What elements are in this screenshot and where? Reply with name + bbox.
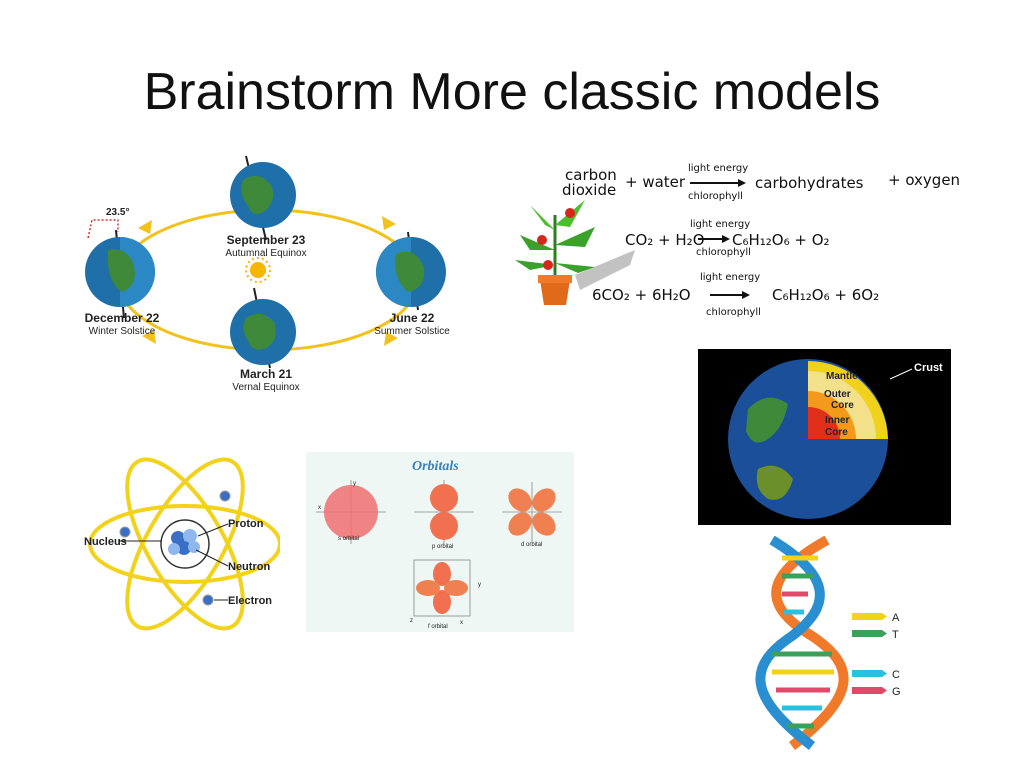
svg-text:x: x — [460, 620, 463, 626]
atom-diagram: Nucleus Proton Neutron Electron — [84, 457, 280, 631]
label-march-date: March 21 — [240, 367, 292, 381]
globe-september — [230, 155, 296, 241]
eq2-left: CO₂ + H₂O — [625, 231, 705, 249]
seasons-diagram: September 23 Autumnal Equinox 23.5° Dece… — [85, 155, 450, 393]
base-a-label: A — [892, 612, 900, 624]
inner-core-label-1: Inner — [825, 415, 850, 426]
f-orbital — [413, 559, 471, 617]
orbit-arrow — [142, 330, 156, 344]
orbit-arrow — [384, 332, 398, 346]
label-september-name: Autumnal Equinox — [225, 248, 306, 259]
globe-march — [230, 287, 296, 369]
neutron-label: Neutron — [228, 561, 270, 573]
label-march-name: Vernal Equinox — [232, 382, 299, 393]
label-september-date: September 23 — [227, 233, 306, 247]
svg-text:y: y — [478, 582, 481, 588]
proton-label: Proton — [228, 518, 264, 530]
sun-icon — [245, 257, 271, 283]
eq1-below: chlorophyll — [688, 191, 743, 202]
globe-june — [376, 231, 446, 311]
electron-orbit — [88, 504, 280, 584]
orbit-arrow — [382, 216, 396, 230]
eq1-reactant1: carbon — [565, 166, 617, 184]
dna-diagram: A T C G — [755, 536, 901, 750]
earth-layers-diagram: Mantle Crust Outer Core Inner Core — [698, 349, 951, 525]
eq2-above: light energy — [690, 219, 750, 230]
base-g-key — [852, 687, 882, 694]
globe-december — [85, 229, 155, 319]
electron-orbit — [125, 457, 245, 631]
s-orbital-label: s orbital — [338, 536, 359, 542]
p-orbital-label: p orbital — [432, 544, 453, 550]
orbitals-diagram: Orbitals s orbital p orbital d orbital f… — [306, 452, 574, 632]
crust-label: Crust — [914, 362, 943, 374]
outer-core-label-1: Outer — [824, 389, 851, 400]
eq1-product2: + oxygen — [888, 171, 960, 189]
eq1-product1: carbohydrates — [755, 174, 864, 192]
electron-icon — [219, 490, 231, 502]
eq3-left: 6CO₂ + 6H₂O — [592, 286, 691, 304]
photosynthesis-diagram: carbon dioxide + water light energy chlo… — [515, 163, 960, 318]
svg-text:x: x — [318, 505, 321, 511]
electron-icon — [202, 594, 214, 606]
base-g-label: G — [892, 686, 901, 698]
tilt-indicator — [87, 219, 119, 239]
label-december-date: December 22 — [85, 311, 160, 325]
orbit-arrow — [138, 220, 152, 234]
eq2-below: chlorophyll — [696, 247, 751, 258]
eq3-below: chlorophyll — [706, 307, 761, 318]
eq1-reactant2: + water — [625, 173, 686, 191]
eq1-above: light energy — [688, 163, 748, 174]
label-december-name: Winter Solstice — [89, 326, 156, 337]
base-c-label: C — [892, 669, 900, 681]
label-june-date: June 22 — [390, 311, 435, 325]
base-c-key — [852, 670, 882, 677]
electron-label: Electron — [228, 595, 272, 607]
s-orbital — [316, 480, 386, 544]
base-t-label: T — [892, 629, 899, 641]
base-a-key — [852, 613, 882, 620]
nucleus-label: Nucleus — [84, 536, 127, 548]
svg-text:y: y — [353, 481, 356, 487]
eq1-reactant1b: dioxide — [562, 181, 616, 199]
d-orbital-label: d orbital — [521, 542, 542, 548]
outer-core-label-2: Core — [831, 400, 854, 411]
base-t-key — [852, 630, 882, 637]
f-orbital-label: f orbital — [428, 624, 448, 630]
slide-title: Brainstorm More classic models — [143, 63, 881, 121]
eq3-right: C₆H₁₂O₆ + 6O₂ — [772, 286, 879, 304]
label-june-name: Summer Solstice — [374, 326, 450, 337]
d-orbital — [502, 482, 562, 542]
electron-icon — [119, 526, 131, 538]
electron-orbit — [125, 457, 245, 631]
svg-text:z: z — [410, 618, 413, 624]
mantle-label: Mantle — [826, 371, 858, 382]
tilt-angle-label: 23.5° — [106, 207, 129, 218]
inner-core-label-2: Core — [825, 427, 848, 438]
plant-icon — [515, 200, 635, 305]
eq3-above: light energy — [700, 272, 760, 283]
eq2-right: C₆H₁₂O₆ + O₂ — [732, 231, 830, 249]
orbitals-title: Orbitals — [412, 459, 459, 474]
p-orbital — [414, 480, 474, 544]
